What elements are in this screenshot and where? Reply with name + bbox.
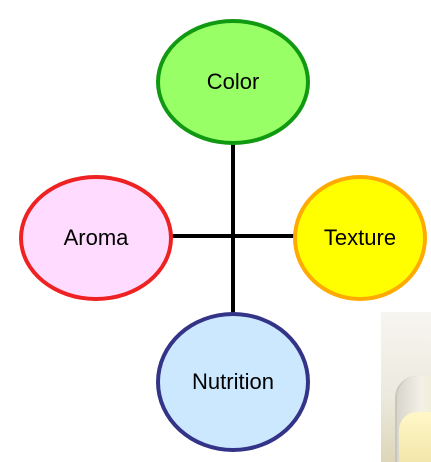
node-nutrition: Nutrition [156,312,310,452]
milk-fill [399,412,431,462]
node-aroma-label: Aroma [64,225,129,251]
node-color: Color [156,19,310,145]
node-aroma: Aroma [19,175,173,301]
node-nutrition-label: Nutrition [192,369,274,395]
node-color-label: Color [207,69,260,95]
node-texture-label: Texture [324,225,396,251]
node-texture: Texture [293,175,427,301]
milk-glass-photo [381,312,431,462]
